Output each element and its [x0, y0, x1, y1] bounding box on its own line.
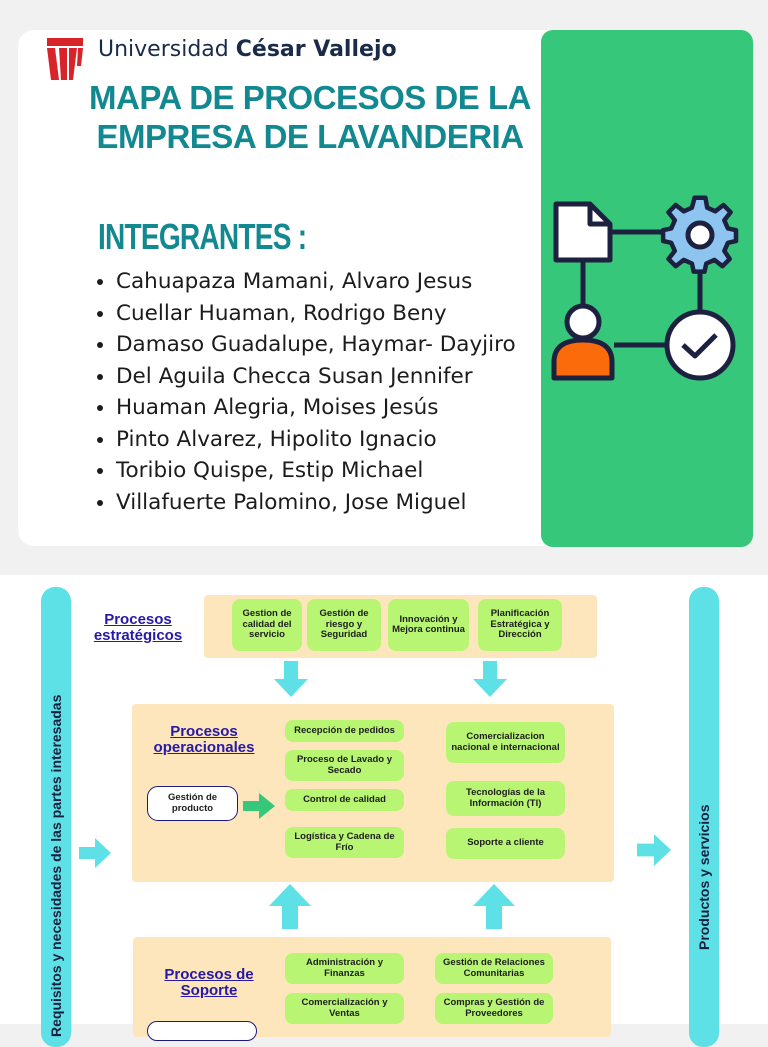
member-item: Pinto Alvarez, Hipolito Ignacio	[116, 424, 516, 456]
member-item: Del Aguila Checca Susan Jennifer	[116, 361, 516, 393]
support-title[interactable]: Procesos de Soporte	[164, 966, 254, 999]
requirements-bar	[41, 587, 71, 1047]
operational-process-box: Tecnologías de la Información (TI)	[446, 781, 565, 816]
support-process-box: Gestión de Relaciones Comunitarias	[435, 953, 553, 984]
right-arrow-icon	[79, 838, 111, 868]
green-panel	[541, 30, 753, 547]
process-flow-icon	[551, 195, 739, 381]
operational-process-box: Proceso de Lavado y Secado	[285, 750, 404, 781]
operational-title[interactable]: Procesos operacionales	[153, 723, 255, 756]
member-item: Villafuerte Palomino, Jose Miguel	[116, 487, 516, 519]
requirements-bar-label: Requisitos y necesidades de las partes i…	[48, 694, 64, 1037]
operational-process-box: Comercializacion nacional e internaciona…	[446, 722, 565, 763]
operational-process-box: Logística y Cadena de Frío	[285, 827, 404, 858]
product-management-box: Gestión de producto	[147, 786, 238, 821]
member-item: Toribio Quispe, Estip Michael	[116, 455, 516, 487]
strategic-process-box: Gestión de riesgo y Seguridad	[307, 599, 381, 651]
operational-process-box: Control de calidad	[285, 789, 404, 811]
member-item: Cahuapaza Mamani, Alvaro Jesus	[116, 266, 516, 298]
right-arrow-icon	[243, 793, 275, 819]
strategic-process-box: Planificación Estratégica y Dirección	[478, 599, 562, 651]
down-arrow-icon	[274, 661, 308, 697]
process-map: Requisitos y necesidades de las partes i…	[0, 575, 768, 1047]
support-process-box: Administración y Finanzas	[285, 953, 404, 984]
member-item: Cuellar Huaman, Rodrigo Beny	[116, 298, 516, 330]
university-shield-logo	[47, 38, 83, 80]
right-arrow-icon	[637, 834, 671, 866]
operational-process-box: Recepción de pedidos	[285, 720, 404, 742]
member-item: Huaman Alegria, Moises Jesús	[116, 392, 516, 424]
member-item: Damaso Guadalupe, Haymar- Dayjiro	[116, 329, 516, 361]
strategic-title[interactable]: Procesos estratégicos	[93, 611, 183, 644]
up-arrow-icon	[269, 884, 311, 929]
members-heading: INTEGRANTES :	[98, 216, 307, 257]
university-name: Universidad César Vallejo	[98, 37, 397, 62]
up-arrow-icon	[473, 884, 515, 929]
page-title: MAPA DE PROCESOS DE LA EMPRESA DE LAVAND…	[89, 79, 531, 155]
members-list: Cahuapaza Mamani, Alvaro Jesus Cuellar H…	[96, 266, 516, 518]
support-process-box: Comercialización y Ventas	[285, 993, 404, 1024]
products-bar	[689, 587, 719, 1047]
operational-process-box: Soporte a cliente	[446, 828, 565, 859]
products-bar-label: Productos y servicios	[696, 804, 712, 950]
down-arrow-icon	[473, 661, 507, 697]
strategic-process-box: Innovación y Mejora continua	[388, 599, 469, 651]
support-process-box: Compras y Gestión de Proveedores	[435, 993, 553, 1024]
support-input-box	[147, 1021, 257, 1041]
strategic-process-box: Gestion de calidad del servicio	[232, 599, 302, 651]
